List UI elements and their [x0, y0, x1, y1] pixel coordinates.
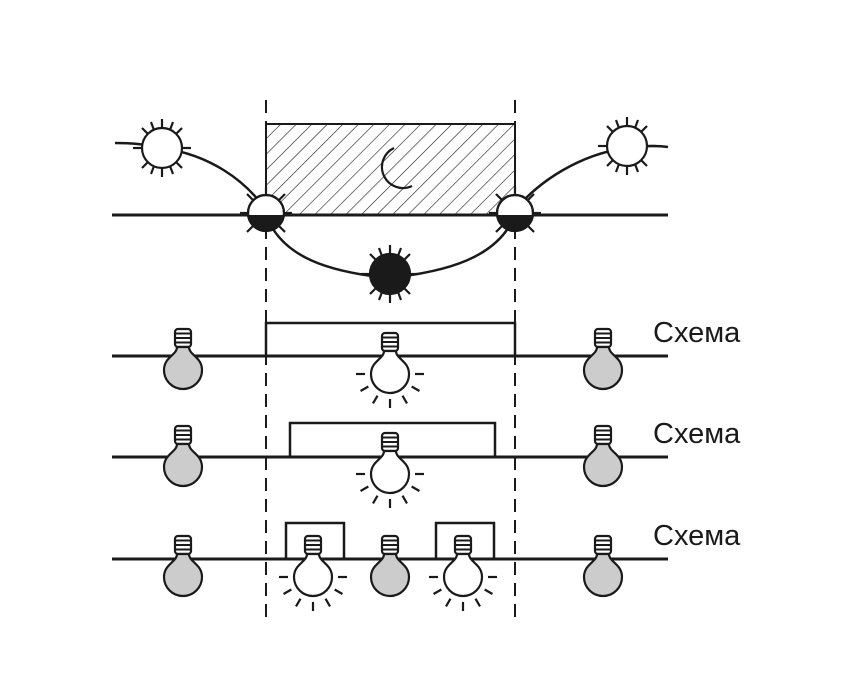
bulb-off-icon	[582, 424, 624, 488]
bulb-off-icon	[582, 534, 624, 598]
half-sun-icon	[489, 187, 541, 233]
night-sun-icon	[361, 245, 419, 303]
bulb-on-icon	[356, 331, 424, 408]
moon-icon	[380, 147, 413, 190]
scheme-3-on-bracket-2	[434, 521, 496, 559]
scheme-3-label: Схема	[653, 520, 741, 552]
bulb-on-icon	[356, 431, 424, 508]
bulb-off-icon	[162, 424, 204, 488]
bulb-off-icon	[582, 327, 624, 391]
bulb-off-icon	[369, 534, 411, 598]
scheme-1-label: Схема	[653, 317, 741, 349]
bulb-off-icon	[162, 327, 204, 391]
sun-icon	[133, 119, 191, 177]
half-sun-icon	[240, 187, 292, 233]
scheme-2-label: Схема	[653, 418, 741, 450]
scheme-2-on-bracket	[288, 421, 497, 457]
sun-icon	[598, 117, 656, 175]
night-hatched-area	[265, 123, 516, 216]
scheme-3-on-bracket-1	[284, 521, 346, 559]
scheme-1-on-bracket	[264, 321, 517, 356]
bulb-on-icon	[279, 534, 347, 611]
bulb-on-icon	[429, 534, 497, 611]
bulb-off-icon	[162, 534, 204, 598]
